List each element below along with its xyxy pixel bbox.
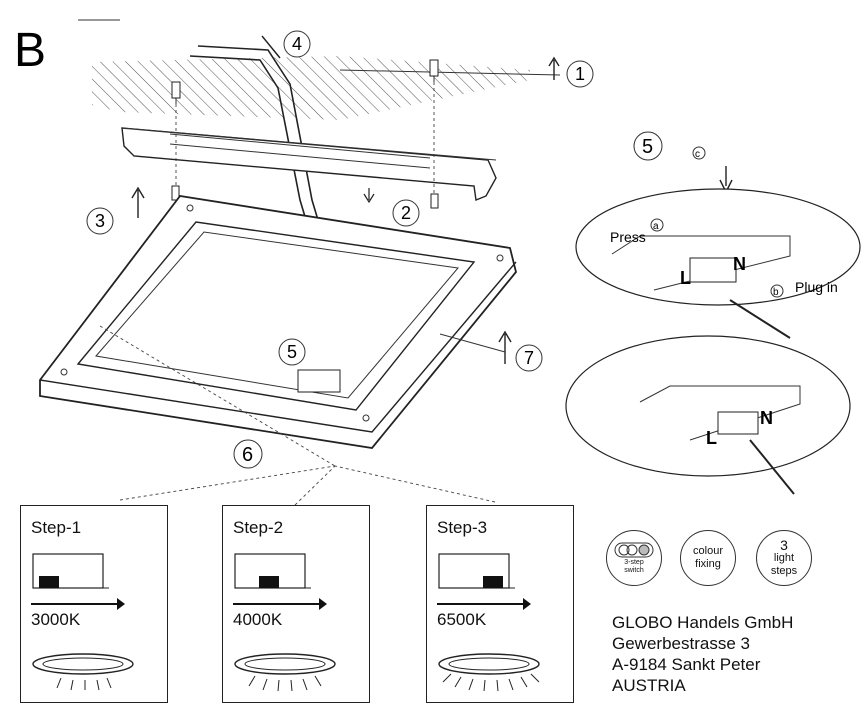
step-box-3: Step-3 6500K	[426, 505, 574, 703]
arrow-4	[261, 35, 281, 59]
colour-badge-line-2: fixing	[695, 558, 721, 570]
lamp-icon	[438, 653, 540, 675]
terminal-n: N	[733, 254, 746, 274]
step-kelvin: 6500K	[437, 610, 487, 629]
sub-c: c	[695, 149, 700, 160]
detail-view-top	[575, 188, 861, 306]
step-2-graphic	[233, 553, 336, 692]
arrow-3	[131, 186, 145, 218]
arrow-icon	[319, 598, 327, 610]
ceiling-screw-left	[171, 81, 181, 104]
detail-top-frame	[611, 235, 791, 291]
colour-badge-line-1: colour	[693, 545, 723, 557]
light-badge-line-2: light	[773, 552, 795, 564]
step-box-2: Step-2 4000K	[222, 505, 370, 703]
sub-b: b	[773, 287, 779, 298]
callout-6-circle	[233, 439, 263, 469]
address-line-2: Gewerbestrasse 3	[612, 634, 750, 653]
manufacturer-address: GLOBO Handels GmbH Gewerbestrasse 3 A-91…	[612, 612, 793, 696]
switch-badge: 3-step switch	[606, 530, 662, 586]
callout-5-main-circle	[278, 338, 306, 366]
sub-a-circle	[650, 218, 664, 232]
terminal-l: L	[680, 268, 691, 288]
address-line-4: AUSTRIA	[612, 676, 686, 695]
step-3-graphic	[437, 553, 540, 692]
switch-slider	[259, 576, 279, 588]
callout-4-circle	[283, 30, 311, 58]
callout-4: 4	[292, 34, 302, 54]
switch-badge-label-2: switch	[624, 567, 644, 574]
callout-6: 6	[242, 444, 253, 466]
light-badge-line-1: 3	[780, 537, 788, 553]
dash-step3	[334, 465, 496, 503]
callout-7: 7	[524, 348, 534, 368]
address-line-3: A-9184 Sankt Peter	[612, 655, 761, 674]
screw-left	[171, 185, 180, 201]
sub-b-circle	[770, 284, 784, 298]
detail-bottom-connector	[717, 411, 759, 435]
sub-a: a	[653, 221, 659, 232]
ceiling-edge	[339, 69, 561, 76]
terminal-n2: N	[760, 408, 773, 428]
arrow-icon	[523, 598, 531, 610]
leader-7	[439, 333, 506, 353]
dash-step2	[294, 465, 336, 506]
arrow-1	[548, 56, 560, 80]
step-kelvin: 4000K	[233, 610, 283, 629]
callout-2-circle	[392, 199, 420, 227]
dash-step1	[119, 465, 336, 501]
switch-slider	[483, 576, 503, 588]
ceiling	[92, 56, 530, 120]
arrow-2a	[363, 188, 375, 204]
callout-1-circle	[566, 60, 594, 88]
light-steps-badge: 3 light steps	[756, 530, 812, 586]
detail-view-bottom	[565, 335, 851, 477]
plug-in-label: Plug in	[795, 279, 838, 295]
callout-1: 1	[575, 64, 585, 84]
step-title: Step-3	[437, 518, 488, 537]
lamp-icon	[32, 653, 134, 675]
step-kelvin: 3000K	[31, 610, 81, 629]
detail-top-wire	[729, 299, 791, 339]
step-title: Step-1	[31, 518, 82, 537]
switch-toggle-icon	[614, 542, 654, 558]
switch-badge-label-1: 3-step	[624, 559, 644, 566]
switch-slider	[39, 576, 59, 588]
detail-top-connector	[689, 257, 737, 283]
panel-letter: B	[14, 24, 46, 77]
screw-right	[430, 193, 439, 209]
light-badge-line-3: steps	[770, 565, 798, 577]
step-title: Step-2	[233, 518, 284, 537]
callout-3: 3	[95, 211, 105, 231]
step-box-1: Step-1 3000K	[20, 505, 168, 703]
ceiling-screw-right	[429, 59, 439, 82]
callout-7-circle	[515, 344, 543, 372]
arrow-icon	[117, 598, 125, 610]
callout-5-detail: 5	[642, 136, 653, 158]
press-label: Press	[610, 229, 646, 245]
callout-3-circle	[86, 207, 114, 235]
detail-bottom-wire	[749, 439, 795, 495]
terminal-l2: L	[706, 428, 717, 448]
sub-c-circle	[692, 146, 706, 160]
fixture-frame	[39, 195, 517, 449]
terminal-block	[297, 369, 341, 393]
callout-5-main: 5	[287, 342, 297, 362]
callout-5-detail-circle	[633, 131, 663, 161]
lamp-icon	[234, 653, 336, 675]
address-line-1: GLOBO Handels GmbH	[612, 613, 794, 632]
arrow-c	[719, 166, 733, 194]
arrow-7	[498, 330, 512, 364]
detail-bottom-frame	[639, 385, 801, 441]
step-1-graphic	[31, 553, 134, 691]
colour-fixing-badge: colour fixing	[680, 530, 736, 586]
callout-2: 2	[401, 203, 411, 223]
